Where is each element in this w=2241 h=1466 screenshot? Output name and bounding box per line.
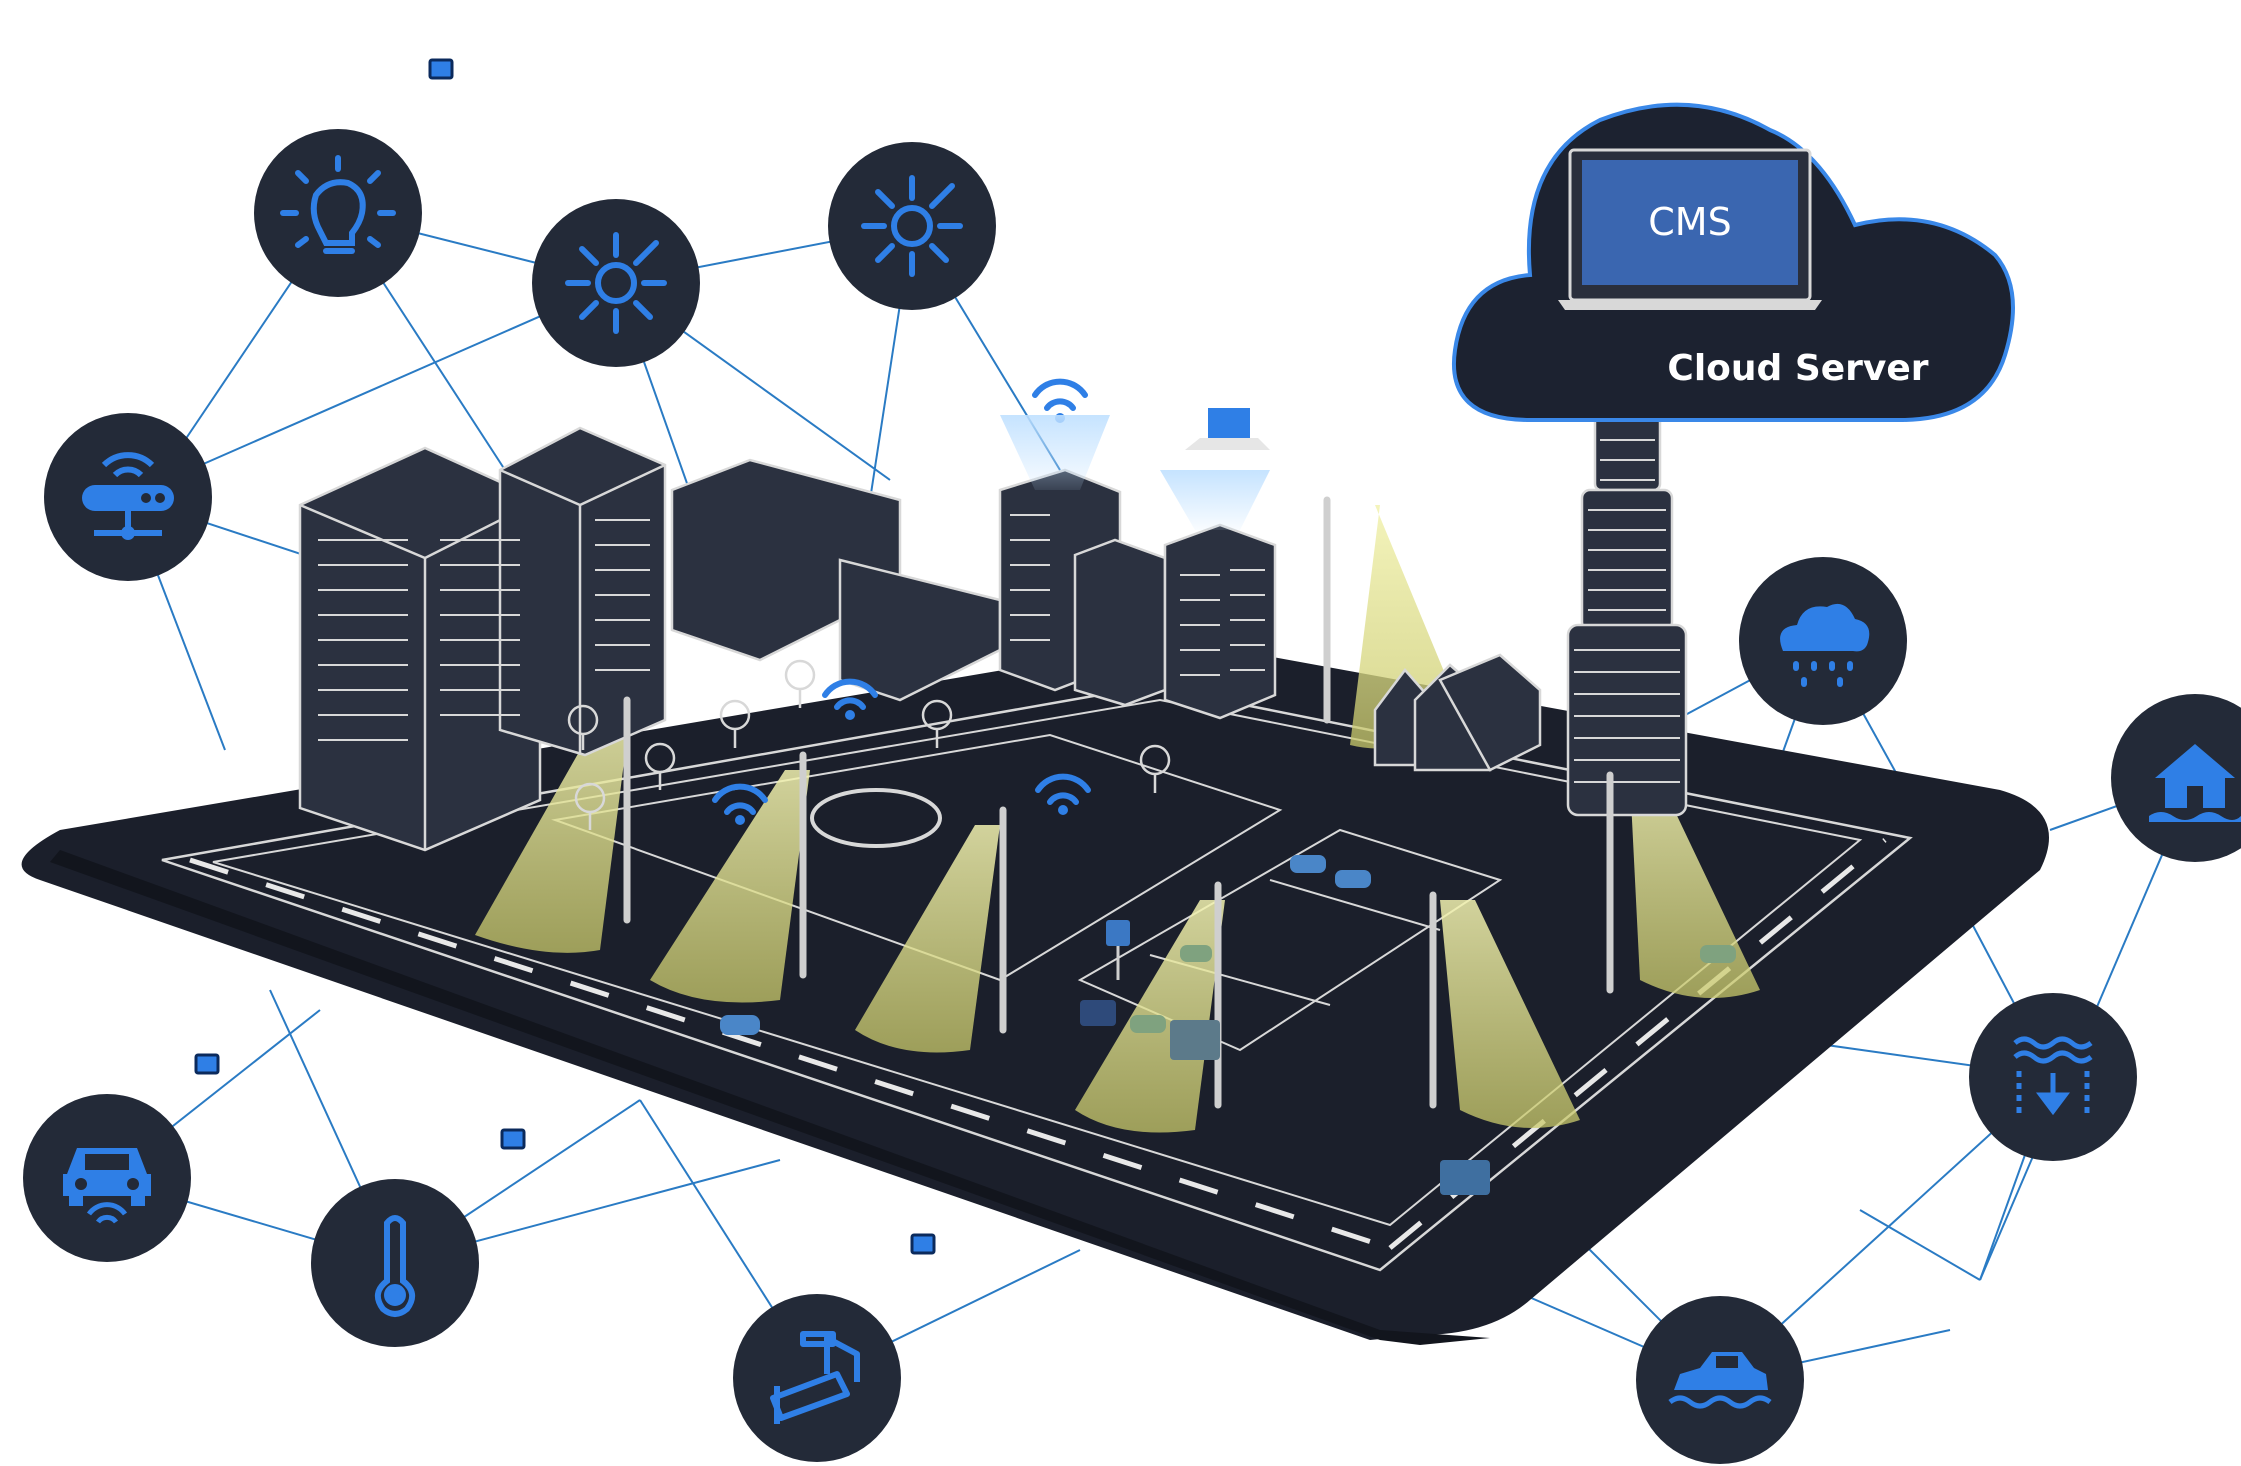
thermometer-icon <box>374 1215 416 1317</box>
sun-sensor-icon <box>565 232 667 334</box>
device-markers <box>194 58 936 1255</box>
trees <box>567 659 1171 830</box>
light-sensor-node-2[interactable] <box>828 142 996 310</box>
parking-sign <box>1106 920 1130 980</box>
weather-node[interactable] <box>1739 557 1907 725</box>
water-level-node[interactable] <box>1969 993 2137 1161</box>
wifi-router-icon <box>82 452 174 540</box>
cloud-server-title: Cloud Server <box>1667 348 1928 389</box>
street-poles <box>623 496 1614 1109</box>
cloud-server: CMS Cloud Server <box>1451 102 2015 422</box>
flood-home-node[interactable] <box>2111 694 2241 862</box>
laptop-icon <box>1185 408 1270 450</box>
flooded-car-node[interactable] <box>1636 1296 1804 1464</box>
cms-screen <box>1582 160 1798 285</box>
connected-car-icon <box>63 1148 151 1224</box>
sun-sensor-icon <box>861 175 963 277</box>
security-camera-icon <box>770 1331 860 1424</box>
signal-beams <box>1000 415 1270 530</box>
camera-node[interactable] <box>733 1294 901 1462</box>
cms-label: CMS <box>1648 200 1731 244</box>
water-level-icon <box>2013 1036 2093 1116</box>
connected-car-node[interactable] <box>23 1094 191 1262</box>
light-bulb-icon <box>280 155 396 254</box>
smart-lighting-node[interactable] <box>254 129 422 297</box>
cars <box>720 855 1736 1195</box>
rain-cloud-icon <box>1780 603 1870 687</box>
board-wifi-icons <box>712 378 1091 815</box>
light-sensor-node-1[interactable] <box>532 199 700 367</box>
flooded-house-icon <box>2149 744 2241 822</box>
flooded-car-icon <box>1668 1352 1772 1409</box>
temperature-node[interactable] <box>311 1179 479 1347</box>
router-node[interactable] <box>44 413 212 581</box>
